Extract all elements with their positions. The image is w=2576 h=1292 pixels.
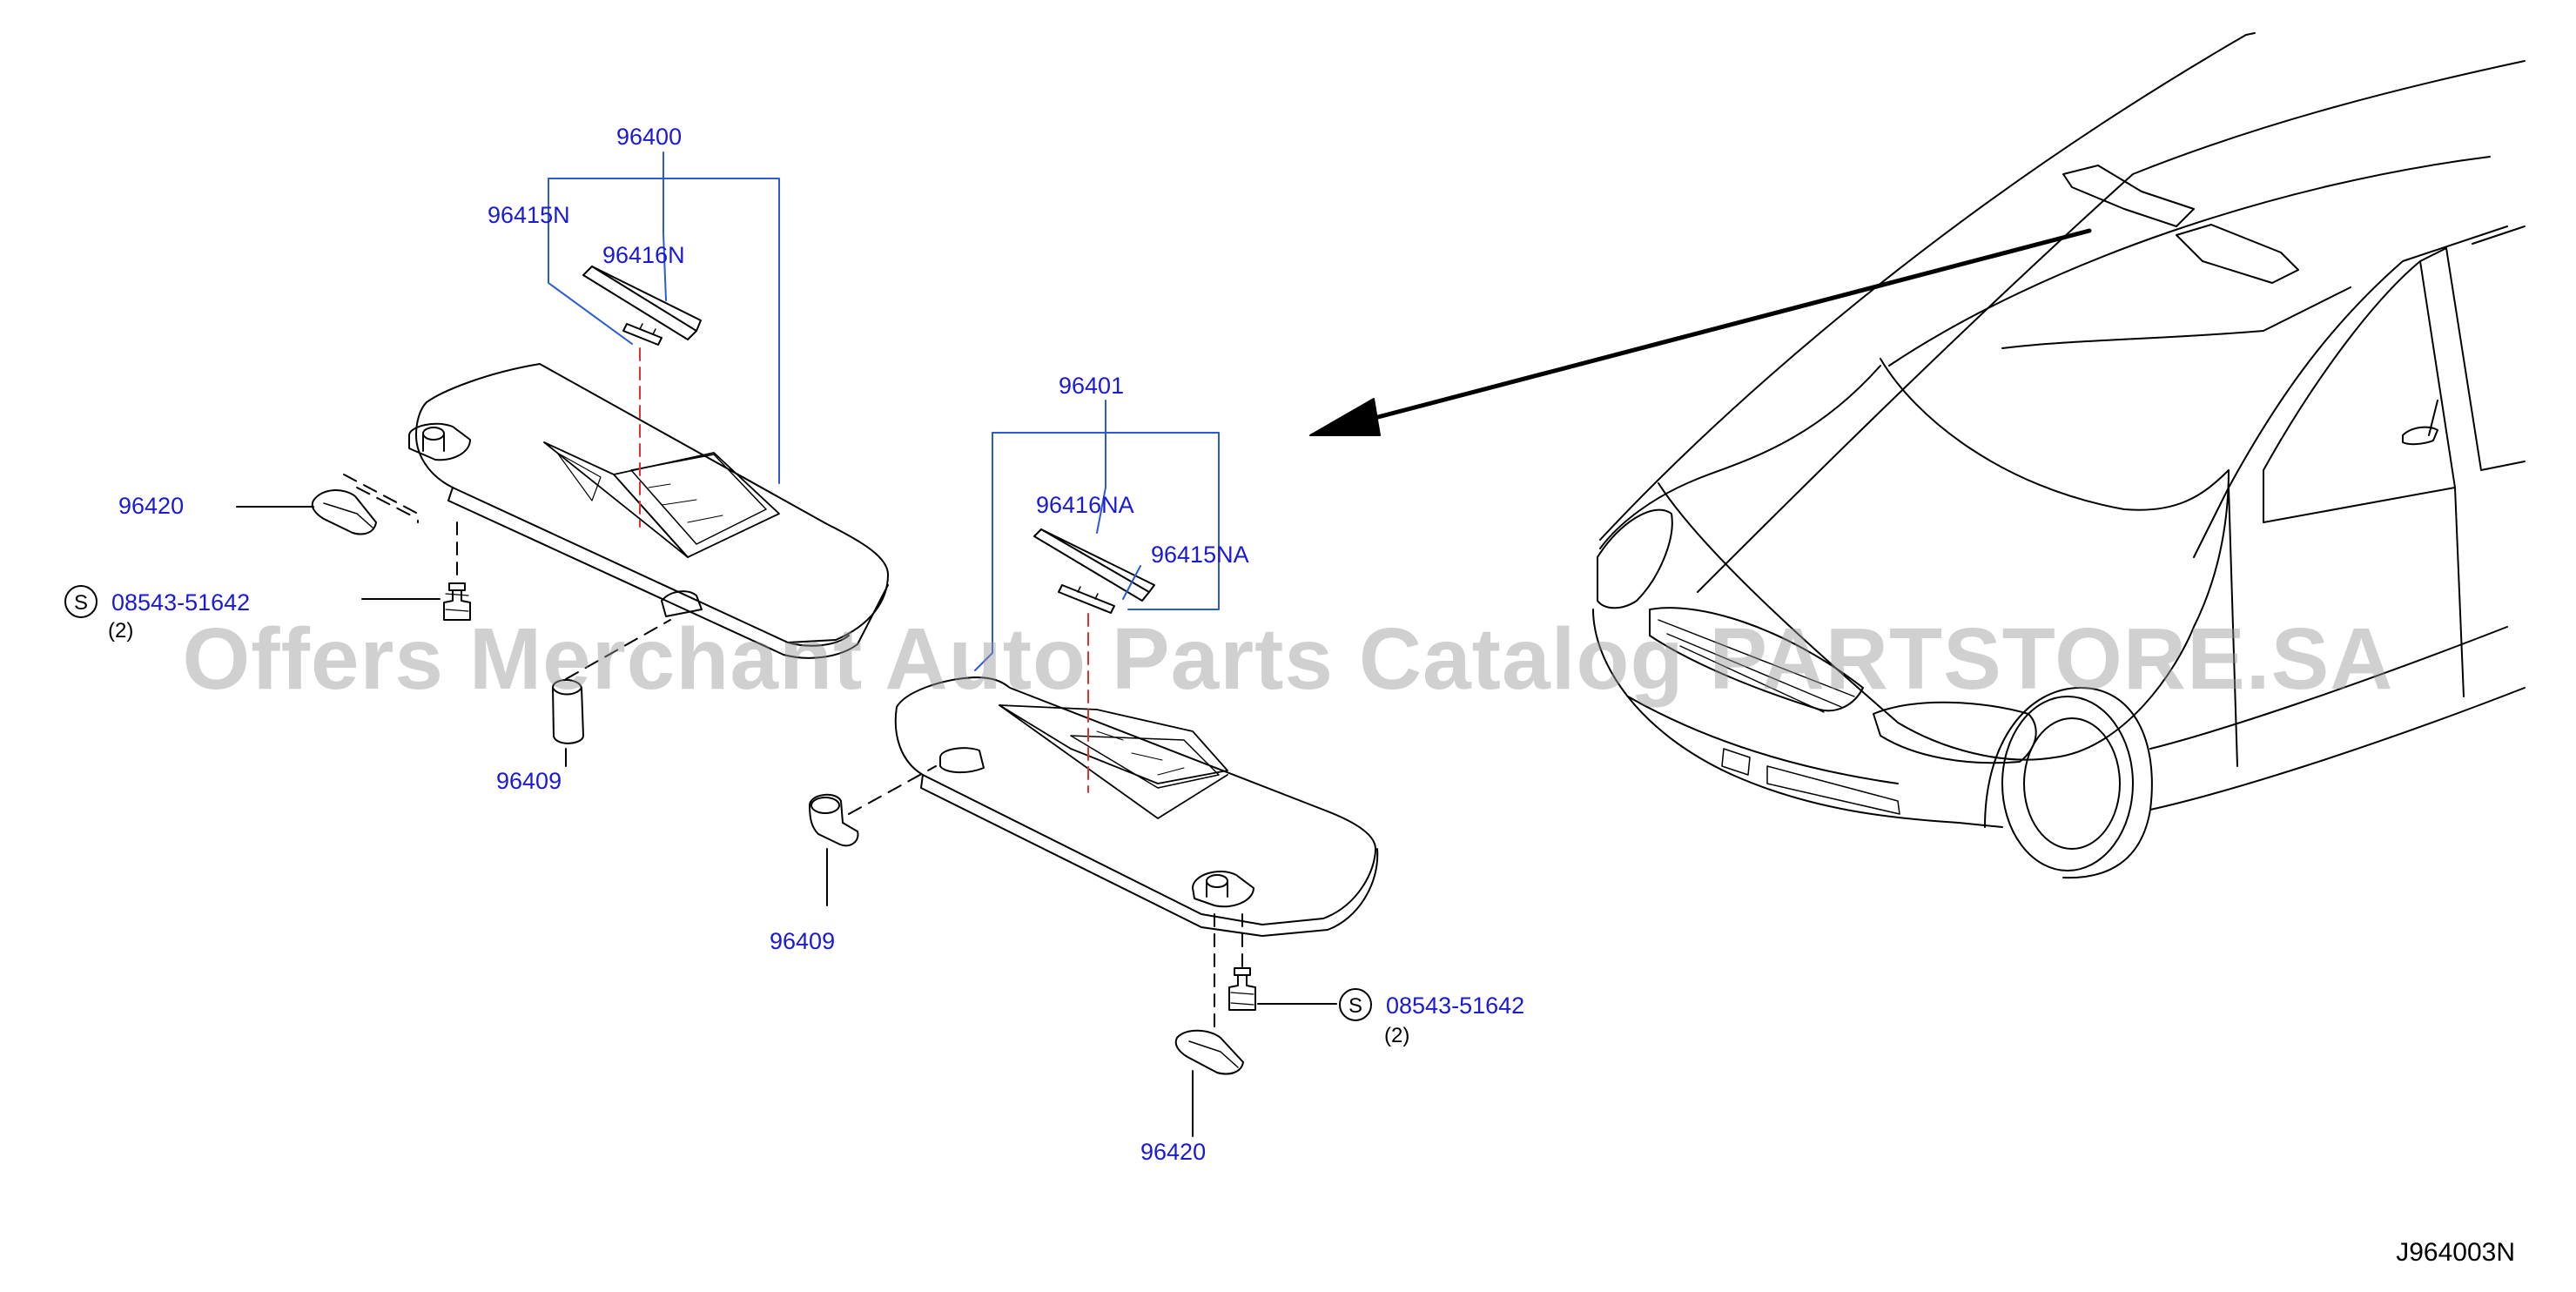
callout-96420-right[interactable]: 96420: [1140, 1139, 1207, 1165]
holder-left-dashed2: [356, 487, 417, 519]
callout-leaders: [548, 151, 1220, 671]
callout-96420-left[interactable]: 96420: [118, 493, 185, 519]
holder-right[interactable]: [1174, 1029, 1244, 1075]
hook-right[interactable]: [809, 793, 859, 847]
screw-qty-left: (2): [108, 619, 134, 643]
sun-visor-right[interactable]: [894, 676, 1379, 937]
standard-part-icon-right: S: [1339, 988, 1372, 1021]
watermark: Offers Merchant Auto Parts Catalog PARTS…: [182, 610, 2394, 708]
callout-96409-left[interactable]: 96409: [496, 768, 562, 794]
callout-96416n[interactable]: 96416N: [602, 242, 685, 268]
hook-left-dashed: [565, 619, 671, 680]
callout-96415n[interactable]: 96415N: [488, 202, 570, 228]
part-leaders: [236, 506, 1337, 1137]
callout-96416na[interactable]: 96416NA: [1036, 492, 1134, 518]
pointer-arrow: [1309, 228, 2092, 436]
holder-left[interactable]: [311, 489, 377, 535]
car-illustration: [1592, 32, 2526, 879]
figure-code: J964003N: [2396, 1238, 2515, 1267]
callout-96401[interactable]: 96401: [1059, 373, 1125, 399]
screw-right[interactable]: [1228, 967, 1256, 1011]
callout-08543-51642-right[interactable]: 08543-51642: [1386, 993, 1525, 1019]
hook-right-dashed: [848, 765, 937, 815]
sun-visor-left[interactable]: [408, 363, 889, 659]
callout-96415na[interactable]: 96415NA: [1151, 542, 1249, 568]
screw-qty-right: (2): [1384, 1024, 1410, 1047]
standard-part-icon-left: S: [64, 585, 98, 618]
mirror-left[interactable]: [622, 323, 662, 346]
mirror-lid-left[interactable]: [582, 266, 702, 340]
mirror-right[interactable]: [1058, 584, 1115, 614]
mirror-lid-right[interactable]: [1033, 528, 1155, 602]
holder-left-dashed: [343, 474, 419, 523]
callout-96400[interactable]: 96400: [616, 124, 683, 150]
screw-left[interactable]: [443, 582, 471, 621]
callout-08543-51642-left[interactable]: 08543-51642: [111, 589, 251, 616]
callout-96409-right[interactable]: 96409: [770, 928, 836, 954]
hook-left[interactable]: [552, 679, 584, 744]
